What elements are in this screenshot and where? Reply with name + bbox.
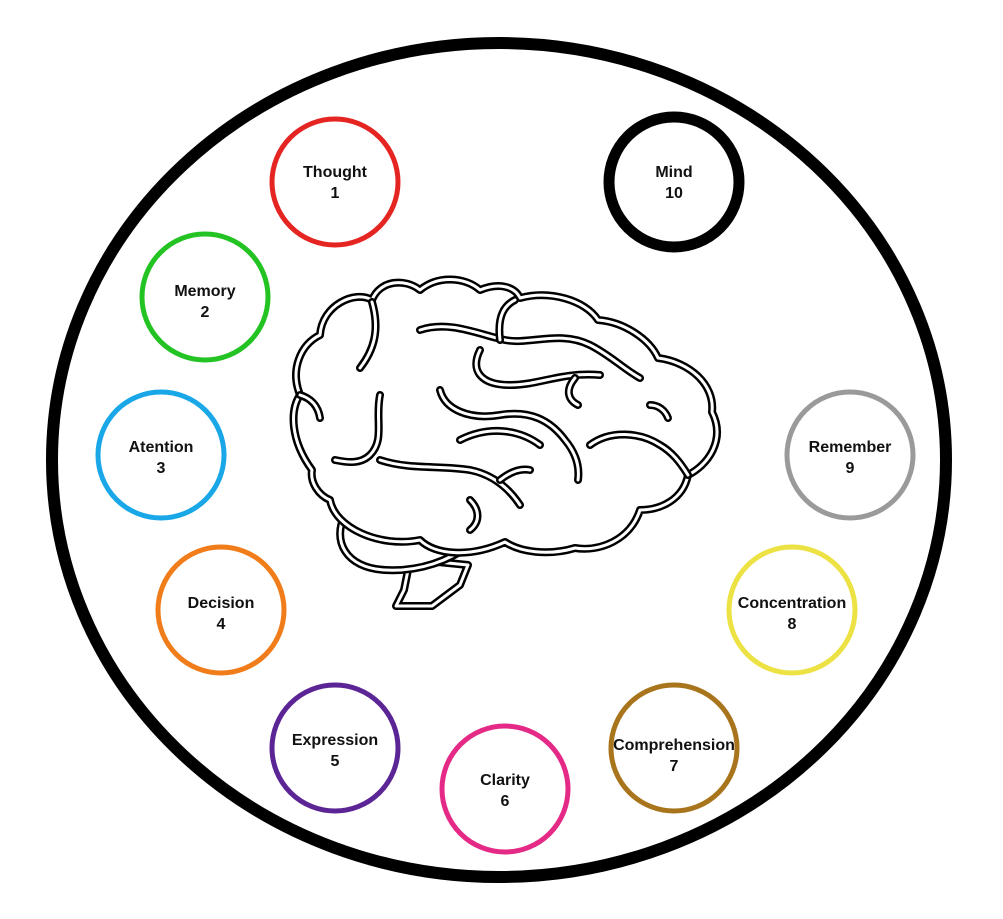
brain-icon: [289, 275, 721, 610]
node-clarity-label: Clarity: [480, 772, 530, 789]
node-thought[interactable]: Thought 1: [269, 116, 401, 248]
node-thought-number: 1: [331, 185, 340, 202]
node-comprehension-circle: [608, 682, 740, 814]
node-expression-circle: [269, 682, 401, 814]
node-remember-label: Remember: [809, 439, 892, 456]
node-clarity-circle: [439, 723, 571, 855]
node-thought-circle: [269, 116, 401, 248]
brain-folds: [296, 296, 692, 534]
node-atention-label: Atention: [129, 439, 194, 456]
node-concentration-number: 8: [788, 616, 797, 633]
node-decision-number: 4: [217, 616, 226, 633]
node-concentration-circle: [726, 544, 858, 676]
node-remember[interactable]: Remember 9: [784, 389, 916, 521]
node-expression-number: 5: [331, 753, 340, 770]
node-memory-label: Memory: [174, 283, 235, 300]
cerebellum-inner: [338, 513, 472, 572]
node-memory-circle: [139, 231, 271, 363]
node-expression-label: Expression: [292, 732, 378, 749]
node-mind-circle: [603, 111, 745, 253]
node-decision-label: Decision: [188, 595, 255, 612]
node-mind-label: Mind: [655, 164, 692, 181]
node-memory[interactable]: Memory 2: [139, 231, 271, 363]
node-ring: Thought 1 Memory 2 Atention 3 Decision 4…: [95, 111, 916, 855]
node-comprehension-label: Comprehension: [613, 737, 735, 754]
node-memory-number: 2: [201, 304, 210, 321]
node-comprehension-number: 7: [670, 758, 679, 775]
node-decision-circle: [155, 544, 287, 676]
node-comprehension[interactable]: Comprehension 7: [608, 682, 740, 814]
node-expression[interactable]: Expression 5: [269, 682, 401, 814]
node-atention[interactable]: Atention 3: [95, 389, 227, 521]
node-concentration-label: Concentration: [738, 595, 846, 612]
node-atention-circle: [95, 389, 227, 521]
node-atention-number: 3: [157, 460, 166, 477]
node-concentration[interactable]: Concentration 8: [726, 544, 858, 676]
node-remember-circle: [784, 389, 916, 521]
node-decision[interactable]: Decision 4: [155, 544, 287, 676]
node-mind-number: 10: [665, 185, 683, 202]
cortex-outline-inner: [292, 278, 719, 555]
node-mind[interactable]: Mind 10: [603, 111, 745, 253]
node-remember-number: 9: [846, 460, 855, 477]
node-clarity-number: 6: [501, 793, 510, 810]
node-thought-label: Thought: [303, 164, 368, 181]
node-clarity[interactable]: Clarity 6: [439, 723, 571, 855]
